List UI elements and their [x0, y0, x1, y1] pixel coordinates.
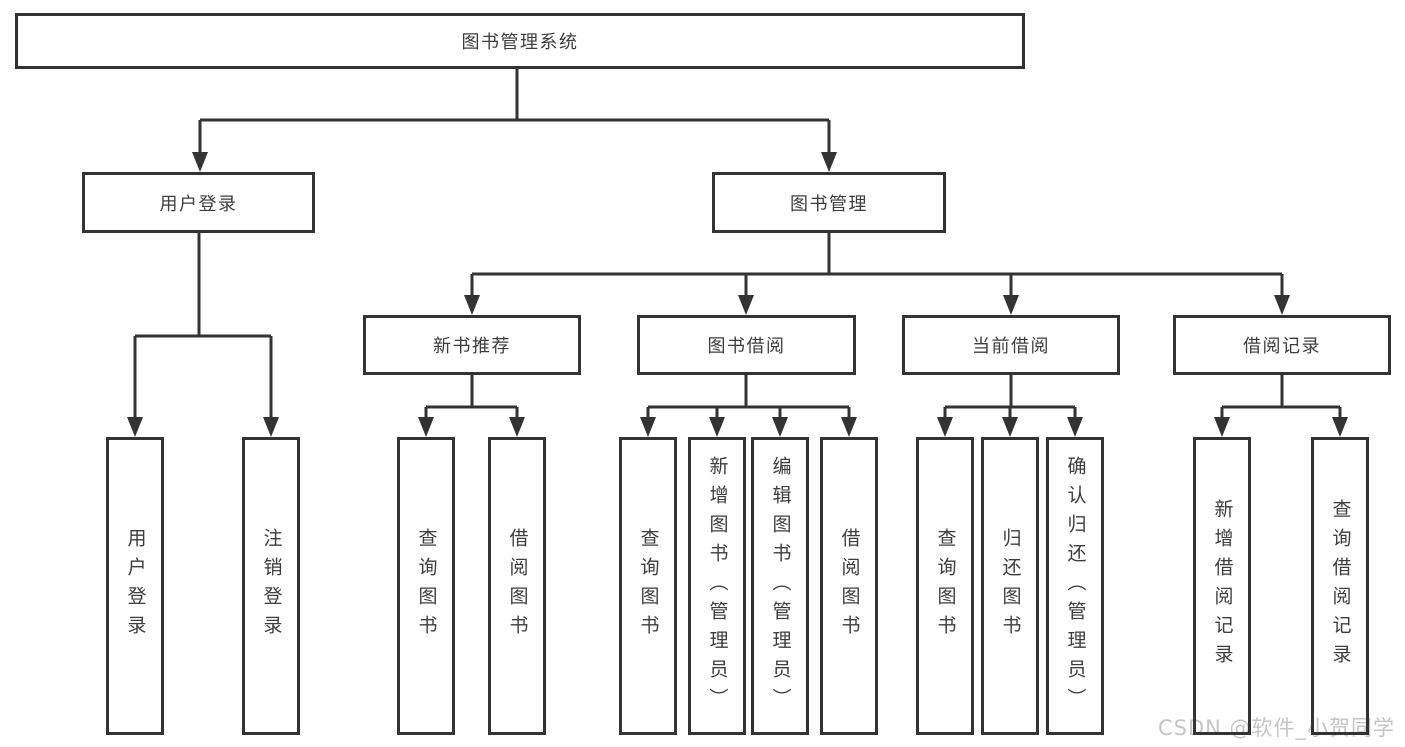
leaf-records-query-record: 查询借阅记录 [1311, 437, 1369, 735]
node-new-book-recommend-label: 新书推荐 [433, 336, 511, 357]
leaf-borrowing-add-books-admin-label: 新增图书（管理员） [706, 455, 729, 717]
leaf-user-login: 用户登录 [106, 437, 164, 735]
leaf-borrowing-borrow-books: 借阅图书 [820, 437, 878, 735]
leaf-borrowing-add-books-admin: 新增图书（管理员） [688, 437, 746, 735]
leaf-records-query-record-label: 查询借阅记录 [1329, 499, 1352, 673]
leaf-user-login-label: 用户登录 [124, 528, 147, 644]
node-borrow-records-label: 借阅记录 [1243, 336, 1321, 357]
connector-stems [133, 69, 1342, 422]
leaf-current-confirm-return-admin-label: 确认归还（管理员） [1064, 455, 1087, 717]
node-library-system-label: 图书管理系统 [461, 32, 579, 53]
leaf-borrowing-edit-books-admin: 编辑图书（管理员） [751, 437, 809, 735]
watermark: CSDN @软件_小贺同学 [1158, 716, 1396, 740]
node-book-borrowing-label: 图书借阅 [707, 336, 786, 357]
node-user-login-label: 用户登录 [159, 193, 238, 215]
leaf-borrowing-edit-books-admin-label: 编辑图书（管理员） [769, 455, 792, 717]
node-book-borrowing: 图书借阅 [637, 315, 856, 375]
leaf-borrowing-borrow-books-label: 借阅图书 [838, 528, 861, 644]
leaf-recommend-query-books: 查询图书 [397, 437, 455, 735]
node-borrow-records: 借阅记录 [1173, 315, 1391, 375]
node-book-management: 图书管理 [712, 172, 946, 233]
leaf-borrowing-query-books-label: 查询图书 [637, 528, 660, 644]
leaf-current-return-books: 归还图书 [981, 437, 1039, 735]
leaf-logout-login-label: 注销登录 [260, 528, 283, 644]
node-current-borrowing-label: 当前借阅 [972, 336, 1050, 357]
leaf-current-confirm-return-admin: 确认归还（管理员） [1046, 437, 1104, 735]
leaf-recommend-query-books-label: 查询图书 [415, 528, 438, 644]
leaf-current-return-books-label: 归还图书 [999, 528, 1022, 644]
node-user-login: 用户登录 [82, 172, 315, 233]
leaf-recommend-borrow-books-label: 借阅图书 [506, 528, 529, 644]
leaf-logout-login: 注销登录 [242, 437, 300, 735]
leaf-current-query-books-label: 查询图书 [934, 528, 957, 644]
node-library-system: 图书管理系统 [15, 13, 1025, 69]
leaf-records-add-record-label: 新增借阅记录 [1211, 499, 1234, 673]
node-book-management-label: 图书管理 [790, 193, 868, 215]
node-current-borrowing: 当前借阅 [902, 315, 1120, 375]
node-new-book-recommend: 新书推荐 [363, 315, 581, 375]
leaf-current-query-books: 查询图书 [916, 437, 974, 735]
leaf-borrowing-query-books: 查询图书 [619, 437, 677, 735]
leaf-records-add-record: 新增借阅记录 [1193, 437, 1251, 735]
leaf-recommend-borrow-books: 借阅图书 [488, 437, 546, 735]
